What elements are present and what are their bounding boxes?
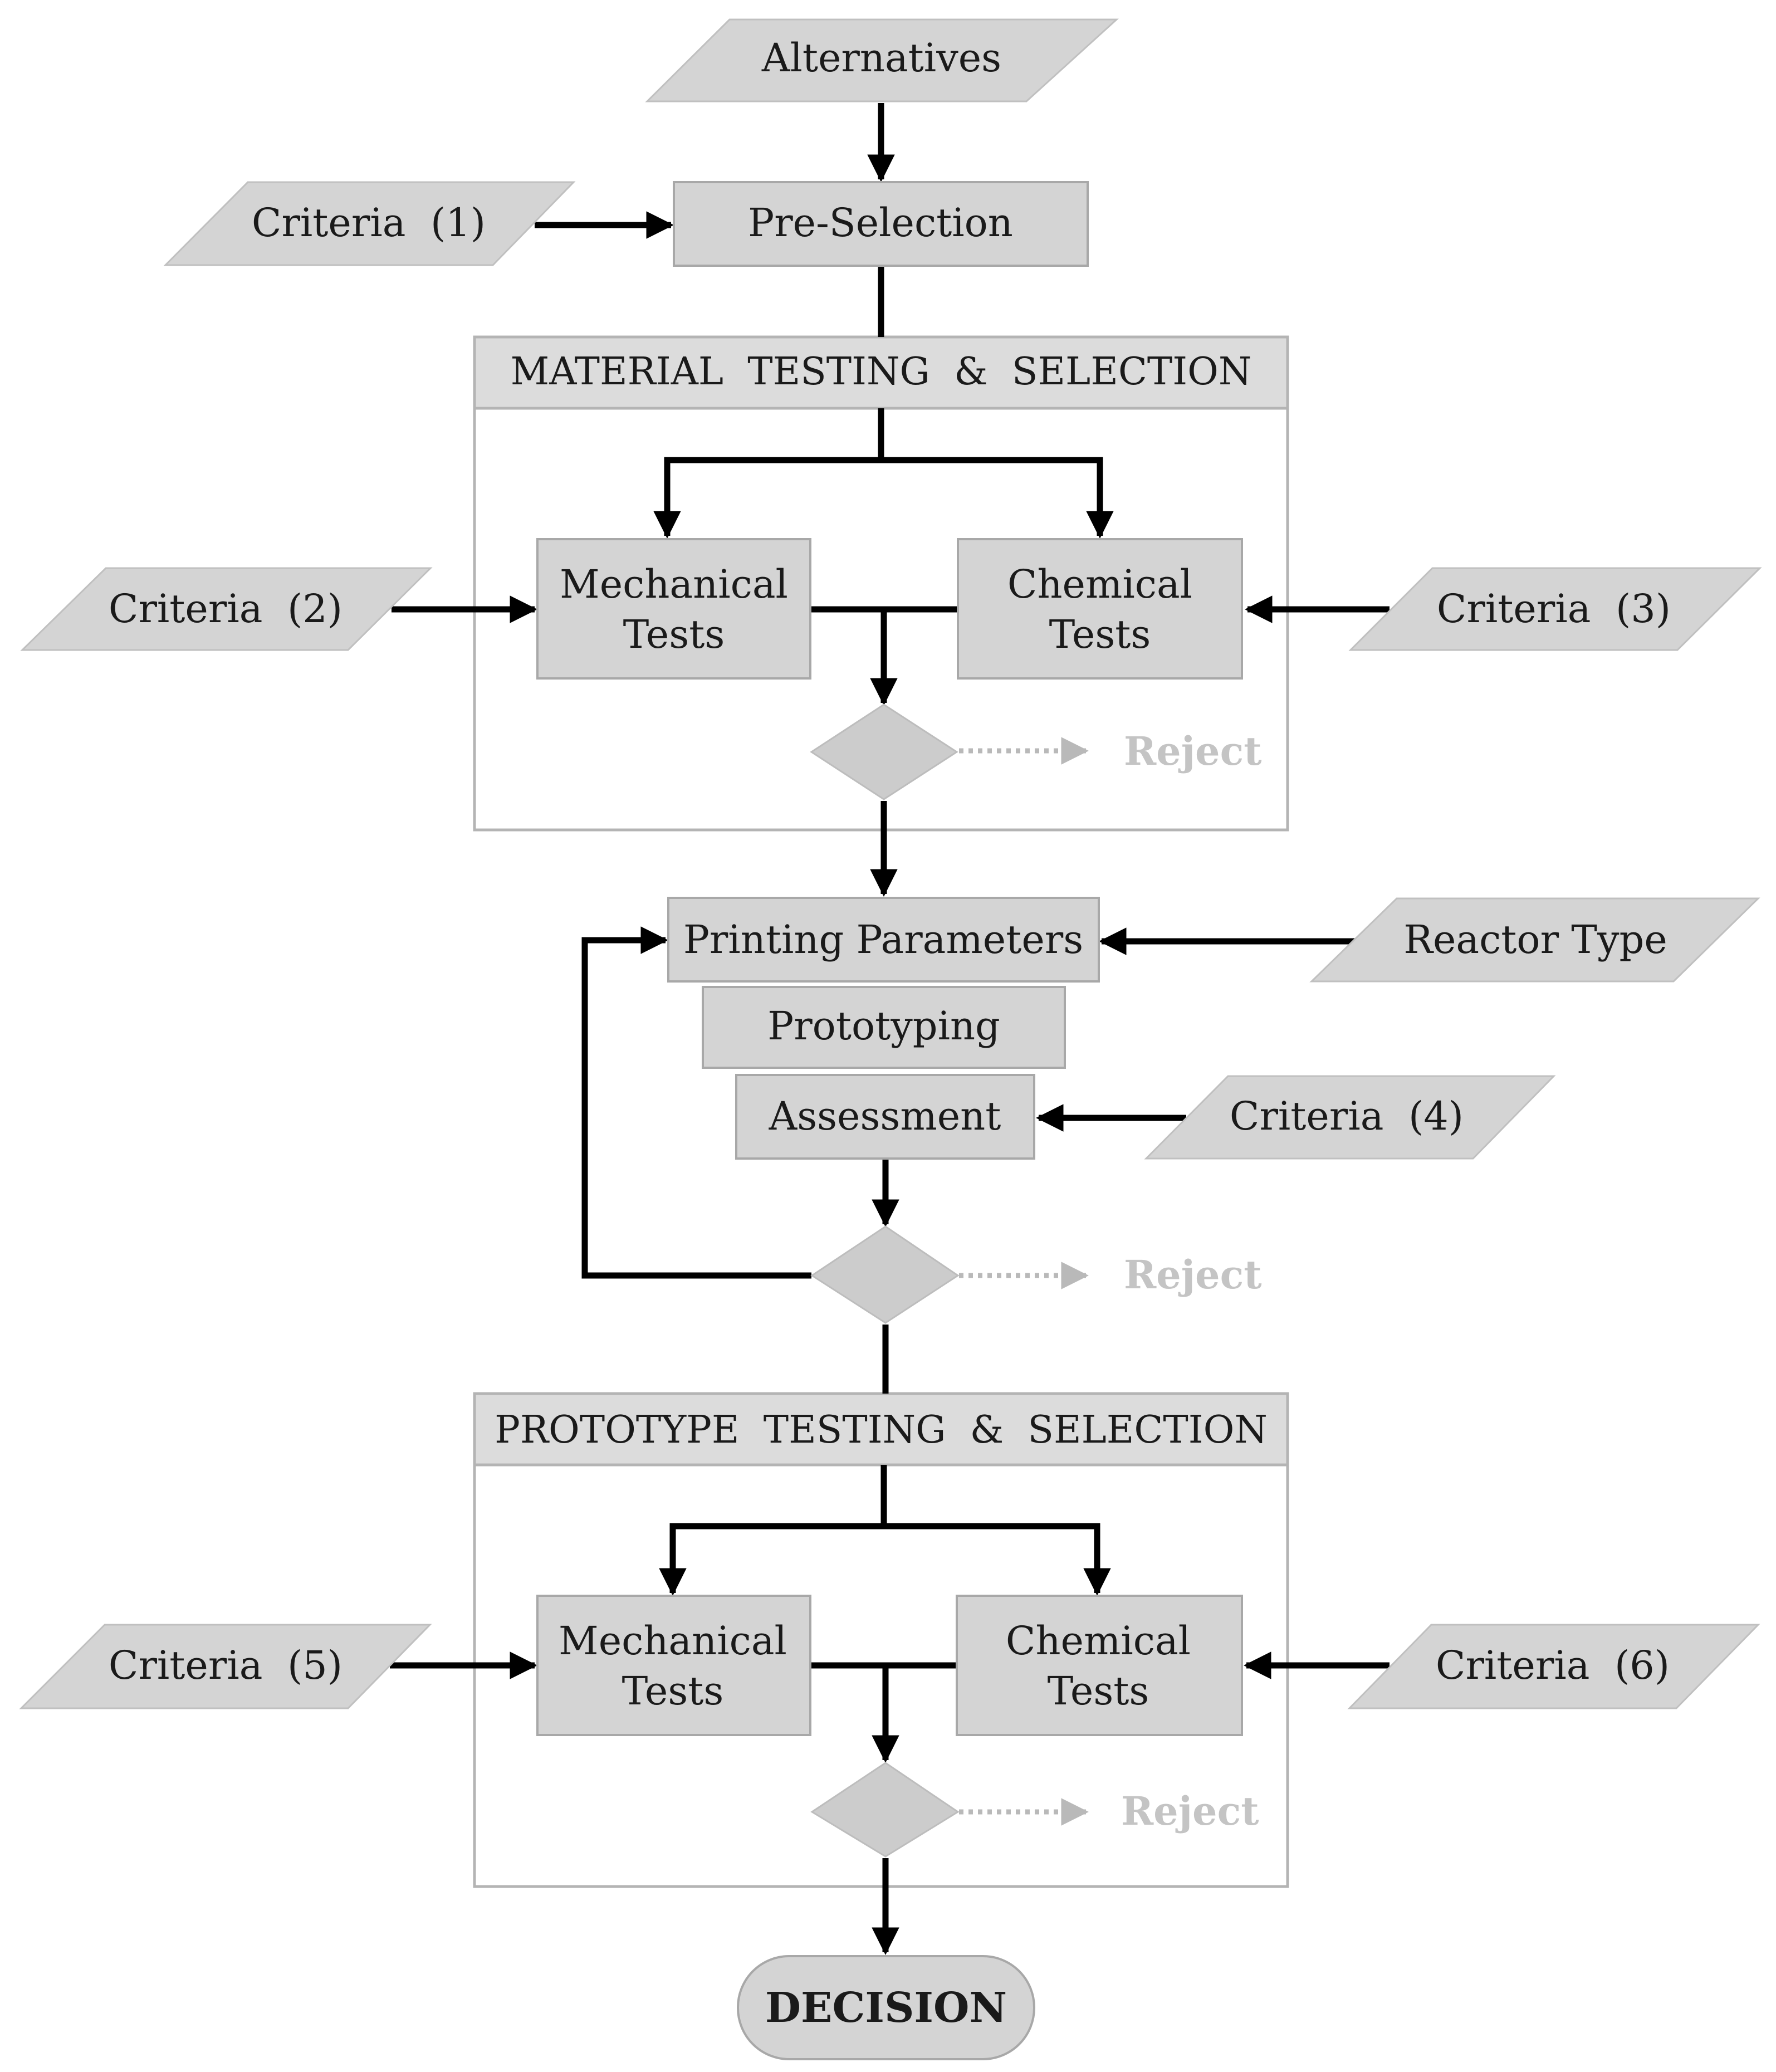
prototype-loop-reject-label: Reject xyxy=(1124,1252,1262,1298)
arrow-split-to-mechanical xyxy=(653,457,881,539)
arrow-split-to-mechanical-2 xyxy=(659,1523,884,1596)
input-criteria-1: Criteria (1) xyxy=(163,181,576,266)
input-criteria-5: Criteria (5) xyxy=(19,1624,432,1709)
pre-selection-label: Pre-Selection xyxy=(748,200,1013,246)
mechanical-tests-step-2: Mechanical Tests xyxy=(536,1595,811,1736)
chemical-tests-1-line1: Chemical xyxy=(1007,561,1192,607)
prototype-decision-diamond xyxy=(810,1762,960,1858)
prototype-loop-decision-diamond xyxy=(810,1225,960,1324)
criteria-6-label: Criteria (6) xyxy=(1436,1643,1670,1688)
input-criteria-6: Criteria (6) xyxy=(1347,1624,1760,1709)
criteria-4-label: Criteria (4) xyxy=(1230,1093,1464,1139)
mechanical-tests-2-line1: Mechanical xyxy=(559,1618,787,1664)
pre-selection-step: Pre-Selection xyxy=(673,181,1089,267)
chemical-tests-2-line2: Tests xyxy=(1048,1668,1149,1714)
mechanical-tests-step-1: Mechanical Tests xyxy=(536,538,811,680)
criteria-3-label: Criteria (3) xyxy=(1437,586,1671,632)
assessment-label: Assessment xyxy=(769,1093,1001,1139)
chemical-tests-2-line1: Chemical xyxy=(1006,1618,1191,1664)
prototyping-step: Prototyping xyxy=(702,986,1066,1069)
printing-parameters-label: Printing Parameters xyxy=(683,917,1083,962)
prototype-reject-label: Reject xyxy=(1121,1788,1259,1834)
input-criteria-2: Criteria (2) xyxy=(20,567,433,651)
input-criteria-3: Criteria (3) xyxy=(1348,567,1762,651)
mechanical-tests-1-line1: Mechanical xyxy=(560,561,788,607)
chemical-tests-step-2: Chemical Tests xyxy=(956,1595,1243,1736)
decision-terminal: DECISION xyxy=(737,1955,1035,2060)
criteria-1-label: Criteria (1) xyxy=(252,200,486,246)
material-section-title: MATERIAL TESTING & SELECTION xyxy=(511,350,1252,394)
printing-parameters-step: Printing Parameters xyxy=(667,897,1100,983)
prototyping-label: Prototyping xyxy=(767,1003,1000,1049)
assessment-step: Assessment xyxy=(735,1074,1035,1160)
chemical-tests-1-line2: Tests xyxy=(1049,612,1151,657)
material-reject-label: Reject xyxy=(1124,728,1262,774)
arrow-split-to-chemical-2 xyxy=(884,1523,1111,1596)
decision-label: DECISION xyxy=(765,1984,1007,2032)
input-criteria-4: Criteria (4) xyxy=(1144,1075,1556,1160)
material-section-header xyxy=(473,335,1289,410)
mechanical-tests-2-line2: Tests xyxy=(622,1668,724,1714)
mechanical-tests-1-line2: Tests xyxy=(623,612,725,657)
prototype-section-title: PROTOTYPE TESTING & SELECTION xyxy=(495,1408,1268,1452)
material-decision-diamond xyxy=(810,703,958,800)
connectors xyxy=(390,103,1390,1955)
criteria-2-label: Criteria (2) xyxy=(109,586,343,632)
alternatives-label: Alternatives xyxy=(761,35,1001,81)
arrow-split-to-chemical xyxy=(881,457,1114,539)
input-alternatives: Alternatives xyxy=(645,18,1119,102)
arrow-loop-back-to-printing xyxy=(581,926,811,1279)
chemical-tests-step-1: Chemical Tests xyxy=(957,538,1243,680)
criteria-5-label: Criteria (5) xyxy=(109,1643,343,1688)
input-reactor-type: Reactor Type xyxy=(1309,897,1760,983)
reactor-type-label: Reactor Type xyxy=(1403,917,1667,962)
